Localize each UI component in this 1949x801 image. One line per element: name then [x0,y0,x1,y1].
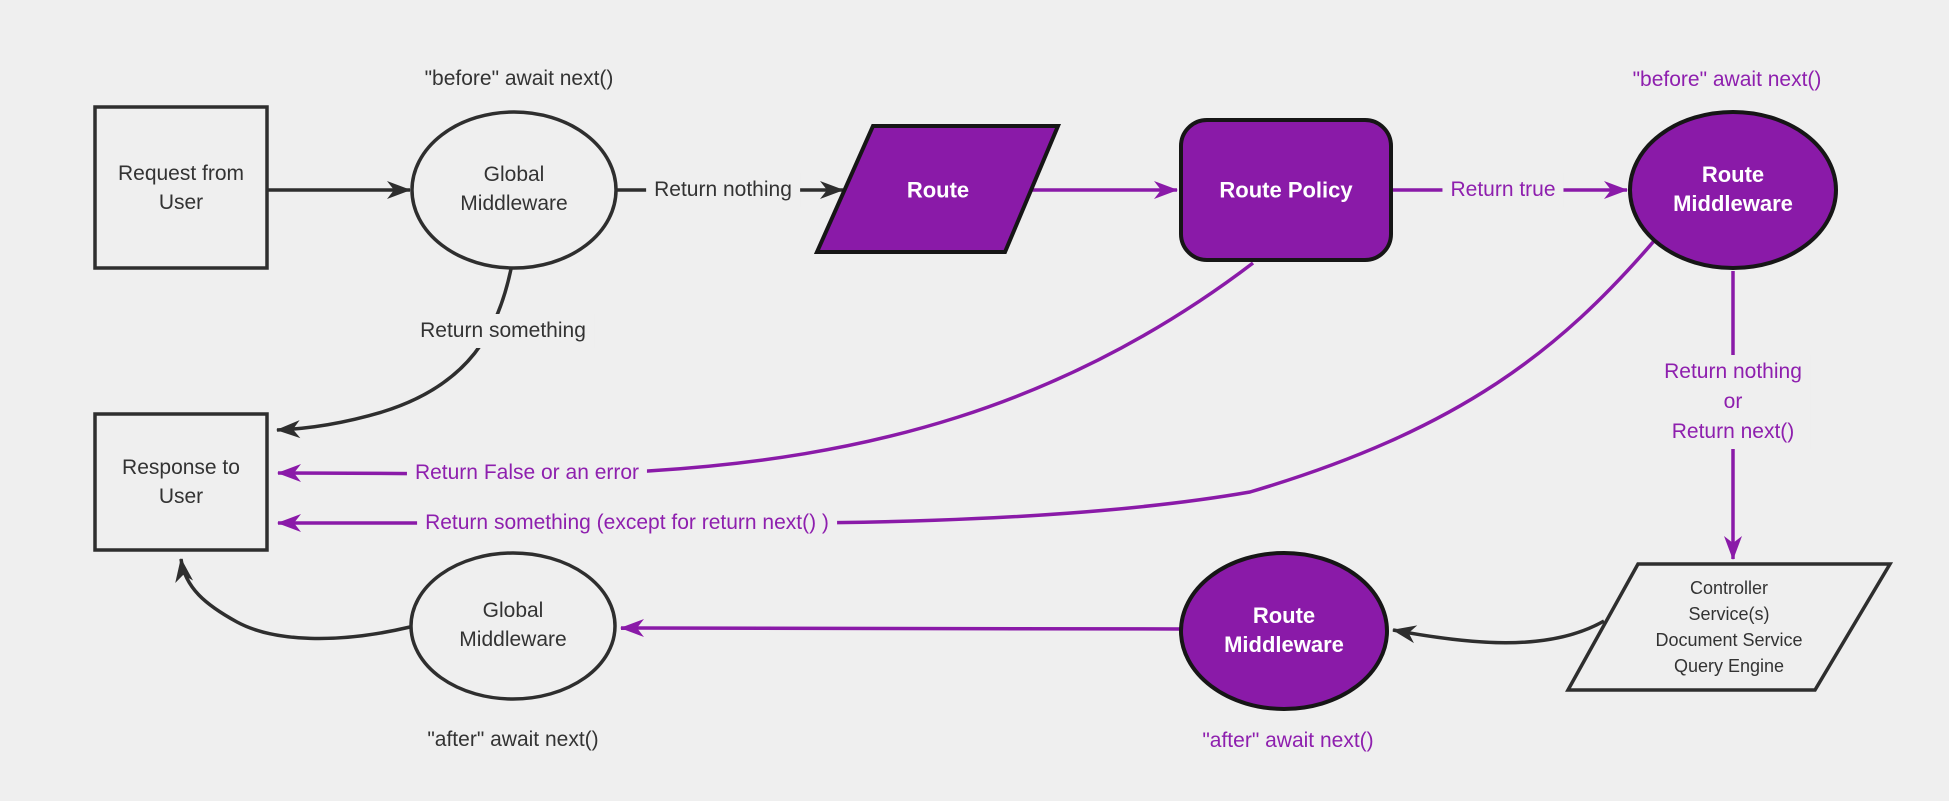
node-shapes [93,105,1894,711]
node-request-from-user-shape [93,105,269,270]
edges [175,181,1742,645]
edge-global-middleware-bottom-to-response [175,558,411,641]
label-return-something: Return something [412,314,594,348]
label-return-something-except: Return something (except for return next… [417,506,837,540]
edge-route-policy-to-response [277,261,1255,483]
label-return-true: Return true [1442,173,1564,207]
node-controller-shape [1565,562,1894,692]
label-return-nothing: Return nothing [646,173,800,207]
node-route-label: Route [906,177,970,203]
node-route-middleware-top-label: Route Middleware [1673,162,1793,216]
node-global-middleware-bottom-shape [409,551,617,701]
label-return-nothing-or-next: Return nothing or Return next() [1656,355,1810,449]
label-after-await-next-left: "after" await next() [427,728,599,751]
node-route-middleware-top-shape [1628,110,1838,270]
node-controller-label: Controller Service(s) Document Service Q… [1655,578,1803,676]
edge-route-middleware-bottom-to-global-middleware-bottom [620,619,1185,638]
node-global-middleware-top-label: Global Middleware [460,163,568,215]
node-response-to-user-label: Response to User [122,456,240,508]
node-route-policy-shape [1179,118,1393,262]
edge-controller-to-route-middleware-bottom [1392,619,1605,645]
node-route-policy-label: Route Policy [1219,177,1353,203]
node-request-from-user-label: Request from User [117,162,245,214]
label-before-await-next-top: "before" await next() [424,67,614,90]
label-after-await-next-right: "after" await next() [1202,729,1374,752]
node-response-to-user-shape [93,412,269,552]
node-route-middleware-bottom-shape [1179,551,1389,711]
edge-global-middleware-to-response [276,268,513,439]
node-route-shape [813,124,1062,254]
label-return-false-or-error: Return False or an error [406,456,648,490]
node-route-middleware-bottom-label: Route Middleware [1224,603,1344,657]
node-global-middleware-bottom-label: Global Middleware [459,599,567,651]
label-before-await-next-right: "before" await next() [1632,68,1822,91]
node-global-middleware-top-shape [410,110,618,270]
